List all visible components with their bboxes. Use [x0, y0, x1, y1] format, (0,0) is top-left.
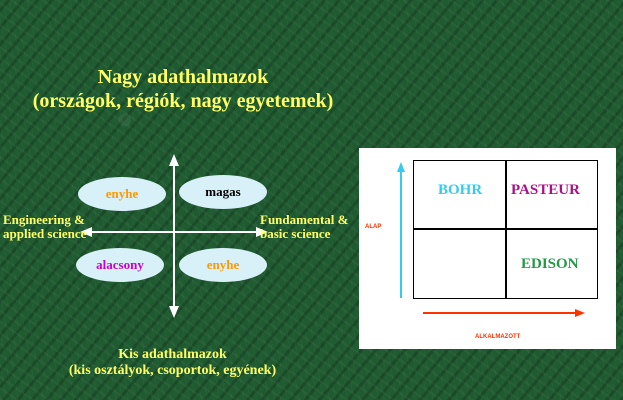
bohr-label: BOHR — [438, 182, 483, 198]
quadrant-top-left: enyhe — [78, 177, 166, 211]
left-axis-label-line1: Engineering & — [3, 212, 85, 227]
left-arrowhead — [80, 227, 92, 237]
quadrant-bottom-right: enyhe — [179, 248, 267, 282]
alap-arrowhead — [397, 162, 405, 172]
pasteur-quadrant-panel: BOHR PASTEUR EDISON ALAP ALKALMAZOTT — [359, 148, 616, 349]
quadrant-bottom-left: alacsony — [76, 248, 164, 282]
down-arrowhead — [169, 306, 179, 318]
bottom-title-line2: (kis osztályok, csoportok, egyének) — [68, 363, 277, 378]
right-axis-label: Fundamental & basic science — [260, 213, 348, 241]
matrix-arrows — [397, 162, 585, 317]
bottom-title-line1: Kis adathalmazok — [118, 347, 227, 362]
alap-axis-label: ALAP — [365, 224, 382, 230]
right-axis-label-line2: basic science — [260, 226, 331, 241]
quadrant-bottom-right-label: enyhe — [206, 257, 240, 272]
quadrant-top-right-label: magas — [205, 184, 241, 199]
quadrant-top-right: magas — [179, 175, 267, 209]
quadrant-top-left-label: enyhe — [105, 186, 139, 201]
grid-horizontal-divider — [414, 228, 597, 230]
left-axis-label-line2: applied science — [3, 226, 87, 241]
right-arrowhead — [256, 227, 268, 237]
edison-label: EDISON — [521, 256, 579, 272]
pasteur-label: PASTEUR — [511, 182, 580, 198]
main-title-line2: (országok, régiók, nagy egyetemek) — [32, 90, 334, 112]
alkalmazott-axis-label: ALKALMAZOTT — [475, 334, 521, 340]
up-arrowhead — [169, 154, 179, 166]
grid-vertical-divider — [505, 161, 507, 298]
quadrant-bottom-left-label: alacsony — [96, 257, 144, 272]
alkalmazott-arrowhead — [575, 309, 585, 317]
right-axis-label-line1: Fundamental & — [260, 212, 349, 227]
main-title-line1: Nagy adathalmazok — [97, 66, 269, 88]
left-axis-label: Engineering & applied science — [3, 213, 86, 241]
matrix-grid — [413, 160, 598, 299]
